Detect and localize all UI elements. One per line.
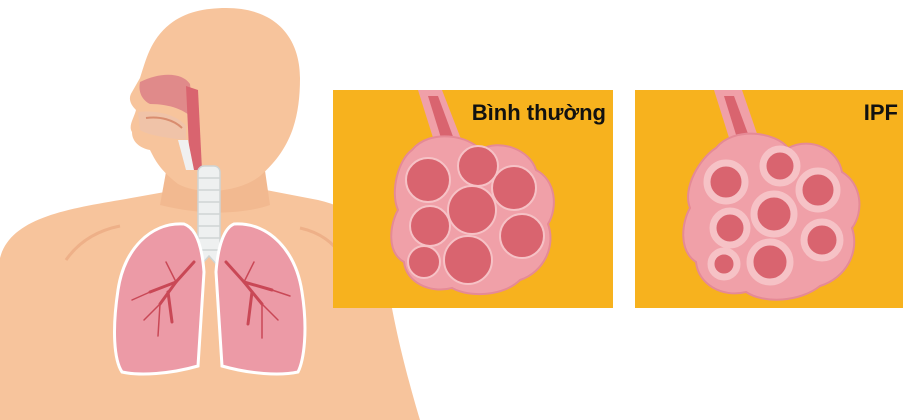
panel-ipf: IPF xyxy=(635,90,903,308)
panel-normal: Bình thường xyxy=(333,90,613,308)
alveoli-cluster-icon xyxy=(391,136,554,294)
panel-label-normal: Bình thường xyxy=(472,100,606,125)
alveoli-cluster-fibrosis-icon xyxy=(683,134,859,300)
panel-label-ipf: IPF xyxy=(864,100,898,125)
